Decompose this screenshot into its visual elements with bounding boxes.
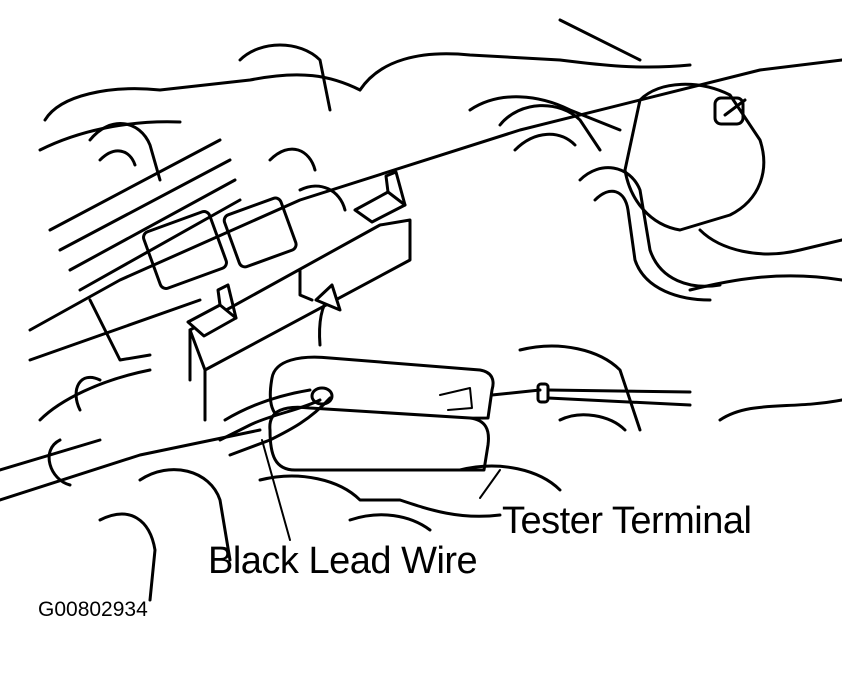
figure-code: G00802934 — [38, 598, 148, 621]
connector-bracket — [186, 170, 412, 422]
hoses — [88, 104, 722, 302]
reservoir-tank — [623, 82, 842, 292]
lower-engine-lines — [47, 344, 842, 602]
black-lead-wire — [218, 388, 332, 541]
tester-terminal-label: Tester Terminal — [502, 500, 752, 542]
black-lead-wire-label: Black Lead Wire — [208, 540, 478, 582]
tester-terminal-clip — [268, 355, 692, 472]
fuel-rail-assembly — [48, 138, 347, 362]
